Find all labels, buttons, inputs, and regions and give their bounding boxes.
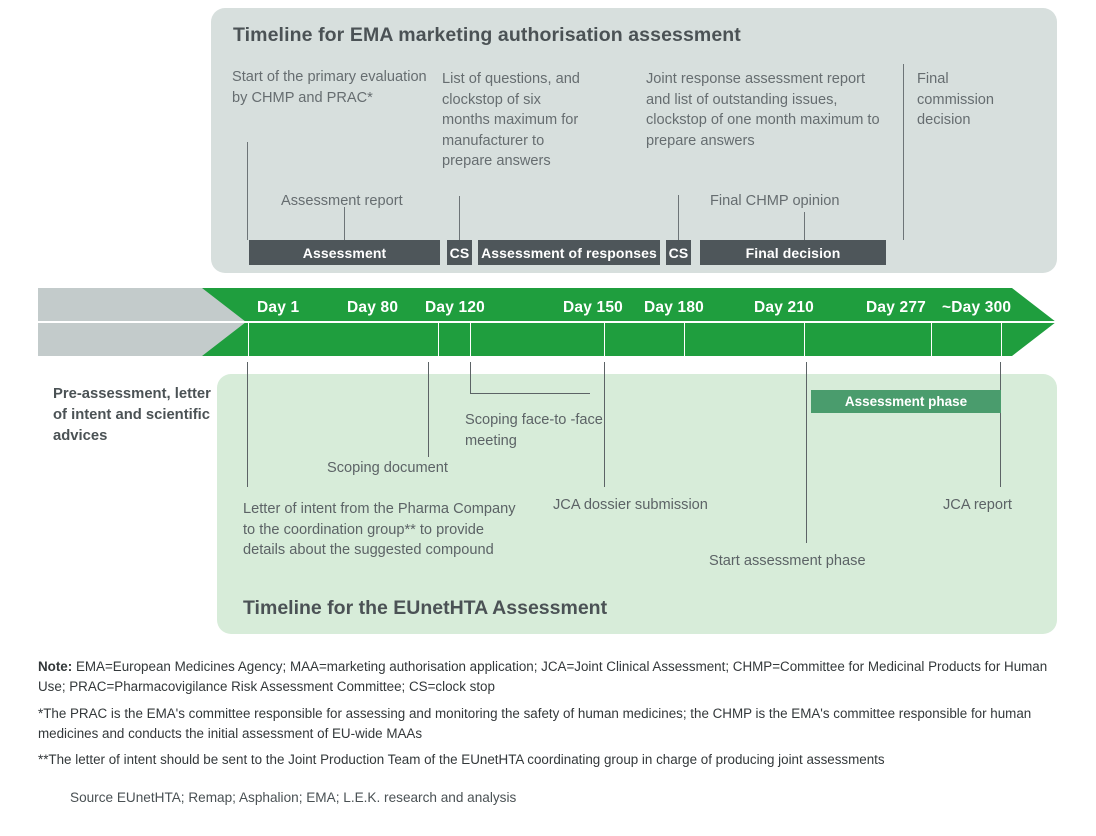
- day-label-210: Day 210: [754, 299, 815, 316]
- timeline-tick-3: [604, 322, 606, 360]
- leader-line-hta-day1: [247, 362, 248, 487]
- phase-bar-assessment: Assessment: [249, 240, 440, 265]
- leader-line-hta-scoping-document: [428, 362, 429, 457]
- timeline-band: [0, 288, 1096, 360]
- ema-panel-title: Timeline for EMA marketing authorisation…: [233, 24, 741, 46]
- leader-line-hta-scoping-meeting-h: [470, 393, 590, 394]
- phase-bar-assessment-of-responses: Assessment of responses: [478, 240, 660, 265]
- ema-note-final-commission-decision: Final commission decision: [917, 71, 995, 128]
- timeline-tick-2: [470, 322, 472, 360]
- day-label-120: Day 120: [425, 299, 486, 316]
- leader-line-day1: [247, 142, 248, 240]
- hta-note-scoping-document: Scoping document: [327, 460, 448, 476]
- phase-bar-cs-1: CS: [447, 240, 472, 265]
- leader-line-day120: [459, 196, 460, 240]
- phase-bar-label: Assessment: [302, 244, 387, 261]
- ema-note-final-chmp-opinion: Final CHMP opinion: [710, 193, 840, 209]
- timeline-tick-1: [438, 322, 440, 360]
- hta-note-letter-of-intent: Letter of intent from the Pharma Company…: [243, 501, 516, 558]
- phase-bar-label: Assessment of responses: [481, 244, 657, 261]
- day-label-277: Day 277: [866, 299, 927, 316]
- leader-line-final-chmp: [804, 212, 805, 240]
- ema-note-list-of-questions: List of questions, and clockstop of six …: [442, 71, 580, 169]
- phase-bar-cs-2: CS: [666, 240, 691, 265]
- day-label-180: Day 180: [644, 299, 705, 316]
- source-line: Source EUnetHTA; Remap; Asphalion; EMA; …: [70, 790, 517, 805]
- timeline-tick-6: [931, 322, 933, 360]
- eunethta-panel-title: Timeline for the EUnetHTA Assessment: [243, 597, 608, 619]
- phase-bar-label: CS: [449, 244, 470, 261]
- phase-bar-final-decision: Final decision: [700, 240, 886, 265]
- pre-assessment-label: Pre-assessment, letter of intent and sci…: [53, 386, 211, 444]
- ema-note-assessment-report: Assessment report: [281, 193, 403, 209]
- leader-line-hta-start-assessment: [806, 362, 807, 543]
- day-label-1: Day 1: [257, 299, 300, 316]
- timeline-tick-4: [684, 322, 686, 360]
- day-label-150: Day 150: [563, 299, 624, 316]
- day-label-300: ~Day 300: [942, 299, 1012, 316]
- ema-note-joint-response: Joint response assessment report and lis…: [646, 71, 880, 149]
- ema-note-start-primary-evaluation: Start of the primary evaluation by CHMP …: [232, 69, 427, 106]
- phase-bar-label: CS: [668, 244, 689, 261]
- footnote-note: Note: EMA=European Medicines Agency; MAA…: [38, 657, 1048, 697]
- footnote-star2: **The letter of intent should be sent to…: [38, 752, 885, 767]
- footnote-note-label: Note:: [38, 659, 73, 674]
- hta-note-scoping-meeting: Scoping face-to -face meeting: [465, 412, 603, 449]
- footnote-star1: *The PRAC is the EMA's committee respons…: [38, 706, 1032, 741]
- leader-line-final-commission: [903, 64, 904, 240]
- ema-panel: [211, 8, 1057, 273]
- footnote-note-text: EMA=European Medicines Agency; MAA=marke…: [38, 659, 1048, 694]
- leader-line-assessment-report: [344, 207, 345, 240]
- timeline-tick-5: [804, 322, 806, 360]
- timeline-tick-0: [248, 322, 250, 360]
- hta-note-start-assessment-phase: Start assessment phase: [709, 553, 866, 569]
- hta-phase-bar-label: Assessment phase: [844, 394, 968, 409]
- leader-line-hta-jca-report: [1000, 362, 1001, 487]
- leader-line-hta-scoping-meeting: [470, 362, 471, 394]
- day-label-80: Day 80: [347, 299, 399, 316]
- eunethta-panel: [217, 374, 1057, 634]
- leader-line-day180: [678, 195, 679, 240]
- phase-bar-label: Final decision: [745, 244, 841, 261]
- hta-phase-bar-assessment-phase: Assessment phase: [811, 390, 1001, 413]
- timeline-divider: [202, 321, 1056, 323]
- hta-note-jca-report: JCA report: [943, 497, 1012, 513]
- leader-line-hta-jca-dossier: [604, 362, 605, 487]
- timeline-tick-7: [1001, 322, 1003, 360]
- hta-note-jca-dossier-submission: JCA dossier submission: [553, 497, 708, 513]
